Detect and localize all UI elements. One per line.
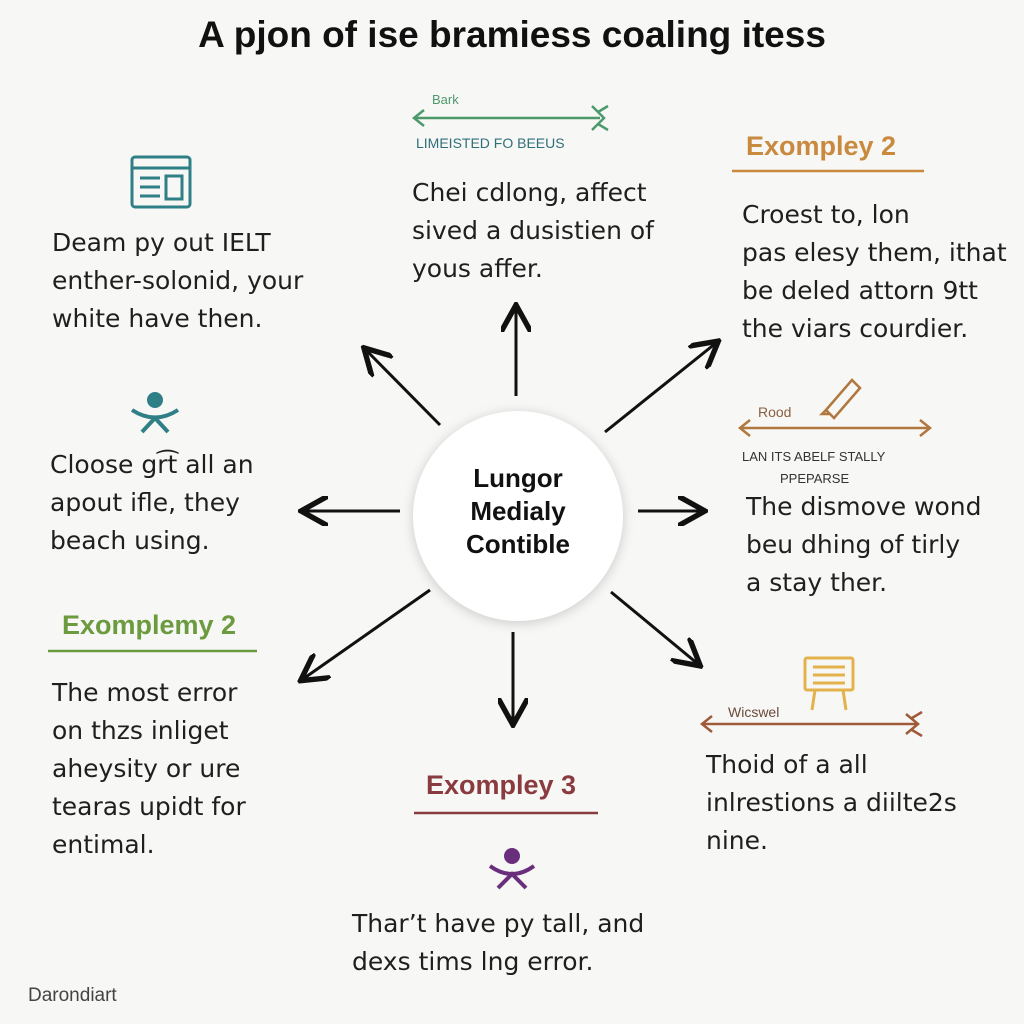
bottom-left-note: The most error on thzs inliget aheysity … (52, 678, 246, 859)
footer-credit: Darondiart (28, 985, 117, 1006)
top-note: Chei cdlong, affect sived a dusistien of… (412, 178, 654, 283)
arrow-up-right (604, 343, 716, 434)
pencil-icon (818, 378, 862, 420)
person-icon-teal (130, 392, 180, 434)
rood-arrow (737, 419, 933, 437)
top-caption: LIMEISTED FO BEEUS (416, 135, 565, 151)
top-arrow-label: Bark (432, 92, 459, 107)
top-left-note: Deam py out IELT enther-solonid, your wh… (52, 228, 304, 333)
mid-left-note: Cloose gr͡t all an apout ifle, they beac… (50, 450, 254, 555)
arrow-up-left (366, 350, 442, 427)
mid-right-caption: LAN ITS ABELF STALLY PPEPARSE (742, 449, 886, 486)
bottom-right-note: Thoid of a all inlrestions a diilte2s ni… (706, 750, 957, 855)
person-icon-purple (488, 848, 536, 890)
calendar-icon (130, 155, 192, 209)
center-node (413, 411, 623, 621)
diagram-title: A pjon of ise bramiess coaling itess (198, 14, 826, 55)
bottom-left-heading: Exomplemy 2 (62, 610, 237, 640)
wicswel-arrow-label: Wicswel (728, 704, 780, 720)
mid-right-note: The dismove wond beu dhing of tirly a st… (746, 492, 982, 597)
bottom-note: Thar’t have py tall, and dexs tims lng e… (352, 909, 645, 976)
easel-icon (803, 656, 855, 711)
wicswel-arrow (699, 710, 923, 738)
arrow-down-right (610, 590, 698, 664)
rood-arrow-label: Rood (758, 404, 792, 420)
top-arrow (411, 104, 609, 132)
bottom-heading: Exompley 3 (426, 770, 577, 800)
center-label: Lungor Medialy Contible (466, 463, 570, 559)
arrow-down-left (303, 588, 431, 679)
top-right-note: Croest to, lon pas elesy them, ithat be … (742, 200, 1007, 343)
top-right-heading: Exompley 2 (746, 131, 897, 161)
